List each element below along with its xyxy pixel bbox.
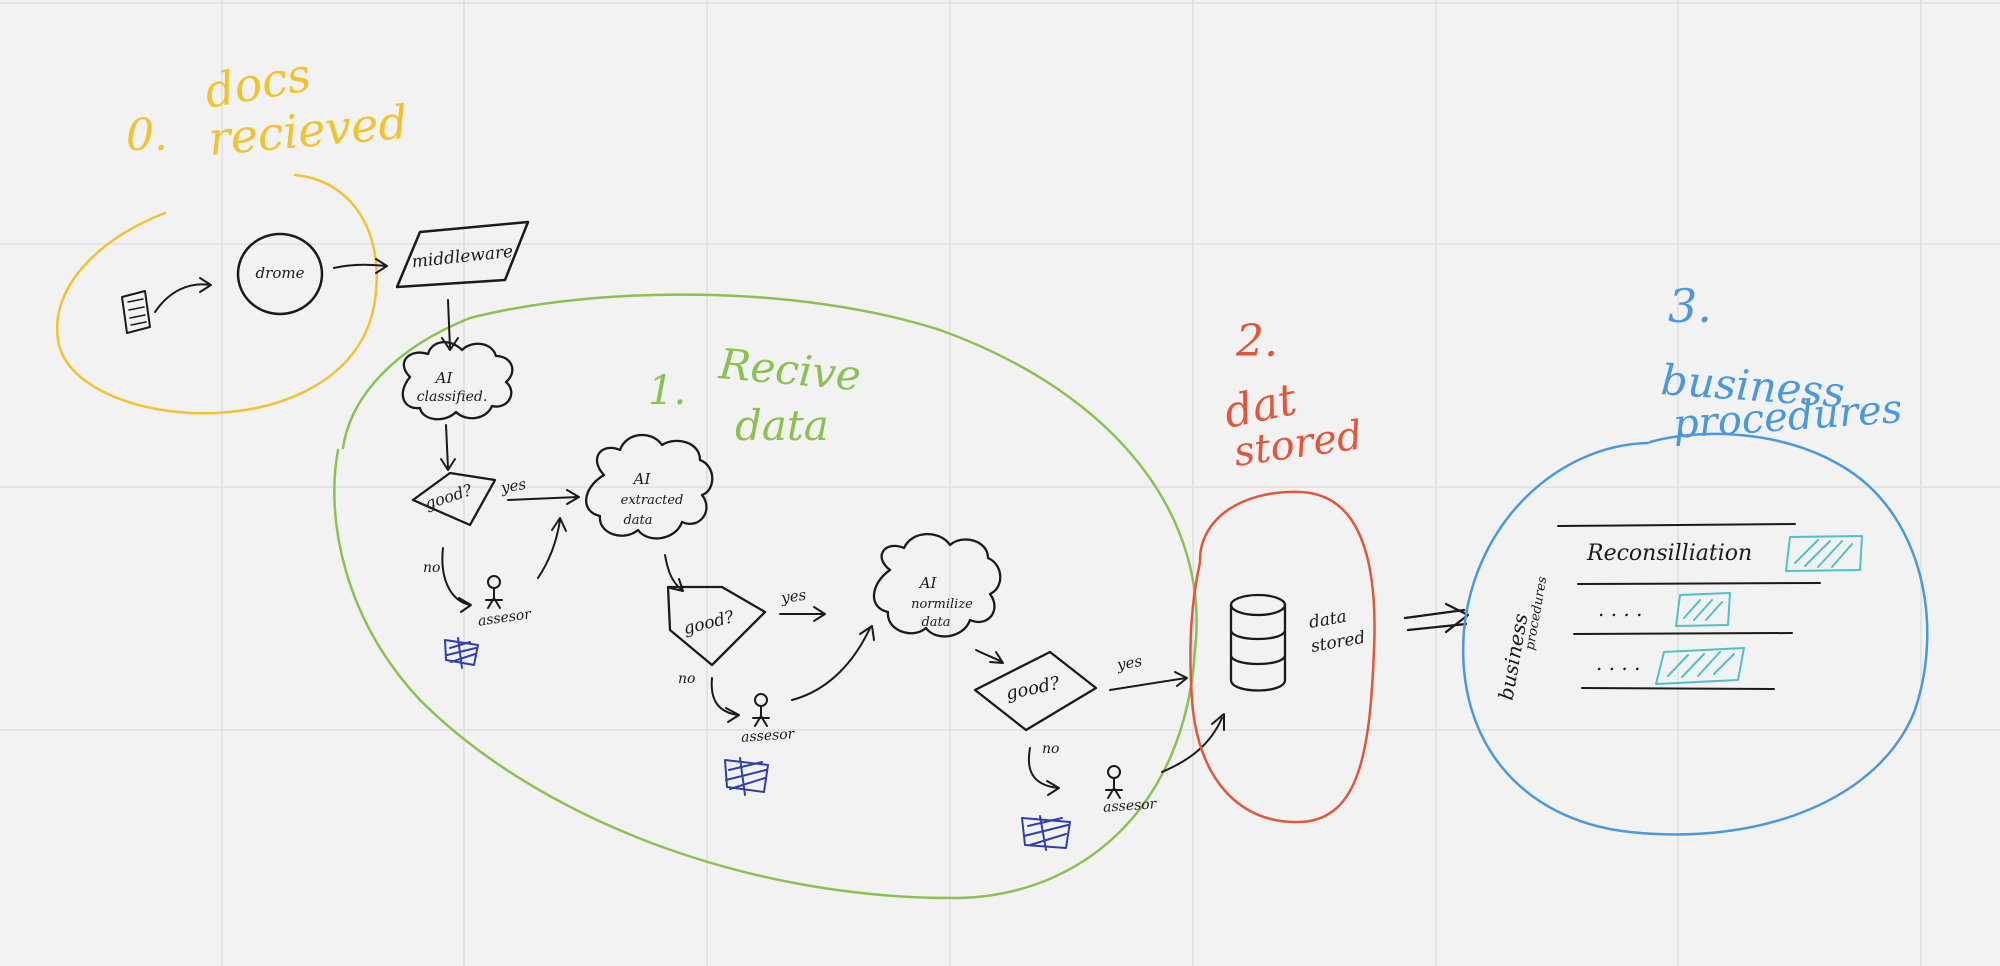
stage-1-title-line1: Recive (716, 339, 863, 400)
stage-0-boundary (55, 173, 378, 415)
arrow-doc-to-drome (154, 277, 212, 313)
ai-normalized-node (872, 533, 1002, 638)
good-decision-3 (973, 650, 1098, 732)
stage-1-title-line2: data (735, 401, 829, 450)
procedure-status-swatch-1 (1785, 535, 1863, 572)
procedures-side-label-2: procedures (1523, 575, 1551, 651)
drome-node (236, 232, 324, 316)
stage-0-group: 0. docs recieved drome middleware (55, 47, 530, 415)
stage-2-number: 2. (1235, 316, 1278, 367)
stage-1-number: 1. (648, 368, 686, 414)
good-1-label: good? (422, 480, 474, 513)
good-decision-2 (666, 585, 767, 667)
stage-2-group: 2. dat stored data stored (1189, 316, 1376, 824)
ai-classified-label-1: AI (434, 369, 454, 387)
database-icon (1229, 593, 1287, 692)
ai-normalized-label-2: normilize (911, 597, 973, 612)
procedure-status-swatch-2 (1675, 592, 1731, 627)
arrow-assessor3-to-database (1161, 713, 1225, 773)
stage-1-boundary (333, 293, 1198, 900)
middleware-node (395, 220, 530, 289)
ai-classified-node (401, 341, 514, 421)
arrow-assessor2-to-normalized (791, 625, 875, 701)
signature-mark-3 (1021, 815, 1071, 851)
assessor-label-2: assesor (741, 726, 797, 746)
arrow-drome-to-middleware (333, 258, 388, 274)
procedure-item-2[interactable]: . . . . (1598, 597, 1643, 621)
arrow-good1-no (441, 547, 472, 613)
signature-mark-2 (724, 757, 769, 796)
arrow-good2-no (710, 677, 740, 723)
stage-1-group: 1. Recive data AI classified. good? yes … (333, 293, 1225, 900)
good-decision-1 (411, 471, 497, 527)
assessor-icon-3 (1105, 765, 1123, 799)
arrow-stored-to-procedures (1403, 602, 1470, 634)
ai-normalized-label-3: data (921, 615, 950, 630)
assessor-label-1: assesor (477, 606, 533, 629)
procedures-divider-1 (1557, 523, 1796, 527)
arrow-assessor1-to-extracted (537, 517, 567, 579)
procedures-divider-3 (1573, 632, 1793, 635)
yes-label-3: yes (1115, 652, 1144, 674)
arrow-good3-yes (1109, 671, 1188, 691)
assessor-icon-2 (752, 693, 770, 727)
ai-classified-label-2: classified. (417, 389, 488, 405)
no-label-3: no (1042, 741, 1059, 757)
procedures-divider-4 (1581, 687, 1775, 690)
arrow-classified-to-good1 (440, 424, 456, 471)
stage-3-group: 3. business procedures business procedur… (1461, 279, 1929, 836)
arrow-good3-no (1027, 747, 1060, 796)
signature-mark-1 (444, 637, 479, 669)
good-3-label: good? (1004, 673, 1062, 705)
assessor-label-3: assesor (1103, 796, 1159, 816)
yes-label-2: yes (779, 586, 808, 607)
assessor-icon-1 (485, 575, 503, 609)
arrow-good2-yes (779, 606, 826, 622)
drome-label: drome (256, 264, 305, 282)
ai-extracted-label-3: data (623, 513, 652, 528)
ai-extracted-label-1: AI (632, 470, 652, 488)
stage-3-boundary (1461, 432, 1929, 836)
procedure-status-swatch-3 (1655, 647, 1745, 685)
procedure-item-3[interactable]: . . . . (1596, 651, 1641, 675)
good-2-label: good? (681, 607, 737, 639)
stage-3-number: 3. (1668, 279, 1712, 333)
ai-extracted-node (585, 433, 714, 540)
middleware-label: middleware (411, 242, 514, 273)
yes-label-1: yes (499, 475, 528, 497)
data-stored-label-1: data (1307, 607, 1348, 633)
ai-normalized-label-1: AI (918, 574, 938, 592)
procedures-divider-2 (1577, 582, 1821, 585)
stage-2-boundary (1189, 490, 1376, 824)
document-icon (121, 290, 151, 334)
no-label-2: no (678, 671, 695, 687)
procedure-item-reconciliation[interactable]: Reconsilliation (1586, 541, 1752, 566)
arrow-normalized-to-good3 (975, 649, 1004, 664)
no-label-1: no (423, 560, 440, 576)
arrow-extracted-to-good2 (664, 554, 684, 592)
arrow-good1-yes (507, 489, 580, 505)
data-stored-label-2: stored (1309, 628, 1367, 657)
ai-extracted-label-2: extracted (621, 493, 684, 508)
stage-0-number: 0. (126, 110, 168, 161)
